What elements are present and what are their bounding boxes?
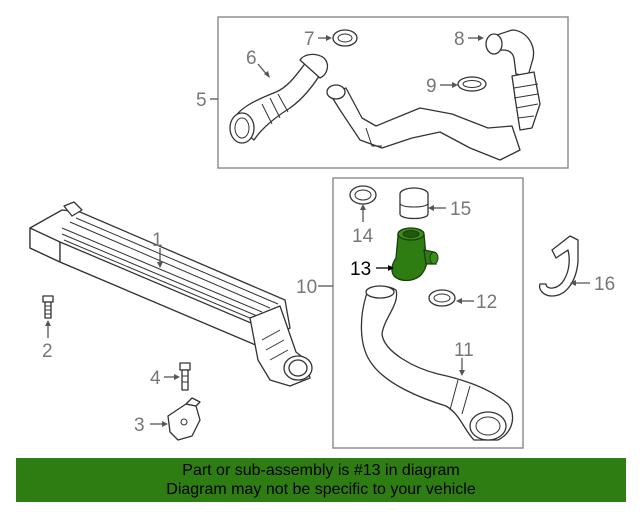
clamp-part-9[interactable] (457, 76, 487, 92)
callout-2: 2 (42, 341, 53, 362)
callout-7: 7 (304, 29, 315, 50)
callout-3: 3 (134, 415, 145, 436)
hose-part-8[interactable] (485, 29, 541, 131)
callout-14: 14 (352, 226, 374, 247)
callout-6: 6 (246, 48, 257, 69)
bracket-part-16[interactable] (538, 235, 579, 297)
banner-line-1: Part or sub-assembly is #13 in diagram (182, 462, 460, 479)
callout-11: 11 (454, 340, 474, 361)
connector-part-13[interactable] (391, 227, 439, 282)
upper-hose-group-box (217, 16, 569, 169)
lower-hose-group-box (332, 177, 524, 449)
diagram-canvas: 1 2 3 4 5 6 7 8 9 10 11 12 13 14 15 16 (29, 16, 615, 449)
bracket-part-3[interactable] (167, 397, 201, 441)
banner-line-2: Diagram may not be specific to your vehi… (166, 481, 476, 498)
clamp-part-7[interactable] (332, 29, 358, 47)
callout-16: 16 (594, 274, 615, 295)
charge-pipe-upper[interactable] (326, 84, 521, 161)
callout-4: 4 (150, 368, 161, 389)
callout-12: 12 (476, 292, 497, 313)
clamp-part-14[interactable] (349, 185, 377, 205)
fitment-notice-banner: Part or sub-assembly is #13 in diagram D… (16, 458, 626, 502)
callout-8: 8 (454, 29, 465, 50)
clamp-part-12[interactable] (428, 289, 456, 307)
intercooler-part-1[interactable] (29, 201, 313, 387)
screw-part-4[interactable] (179, 362, 191, 391)
bolt-part-2[interactable] (42, 295, 54, 319)
callout-10: 10 (296, 277, 317, 298)
leader-lines (45, 35, 590, 427)
callout-15: 15 (450, 199, 471, 220)
callout-5: 5 (196, 90, 207, 111)
hose-part-11[interactable] (360, 285, 514, 441)
coupler-part-15[interactable] (399, 187, 429, 220)
upper-hose-part-6[interactable] (229, 53, 329, 144)
callout-13-highlighted: 13 (350, 259, 371, 280)
callout-1: 1 (152, 230, 163, 251)
callout-9: 9 (426, 76, 437, 97)
